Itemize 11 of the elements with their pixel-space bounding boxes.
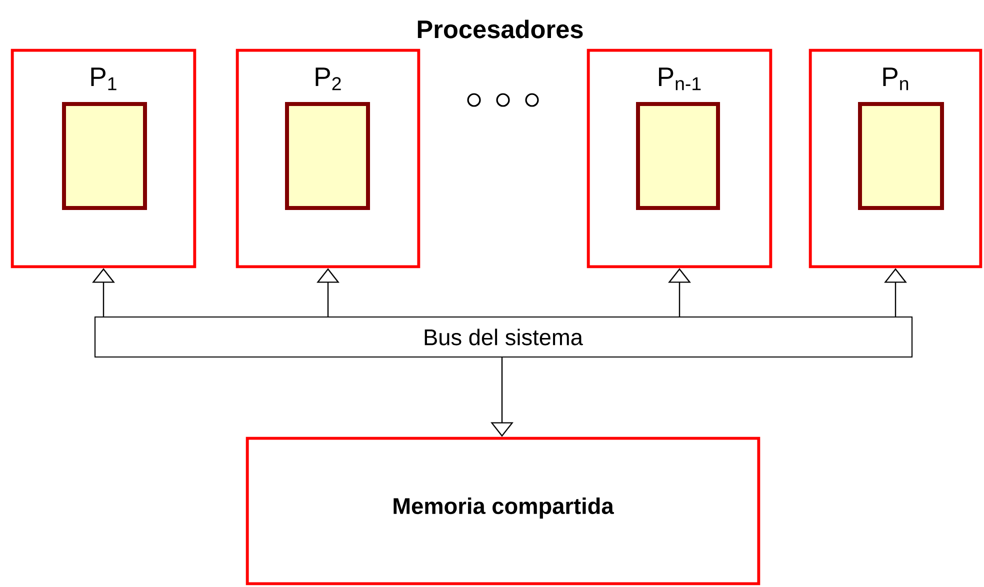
- processor-box: P$_{1}$: [10, 48, 196, 268]
- chip-box: [636, 102, 720, 210]
- chip-box: [285, 102, 370, 210]
- chip-box: [858, 102, 944, 210]
- chip-box: [62, 102, 147, 210]
- processor-box: P$_{n-1}$: [586, 48, 772, 268]
- processor-box: P$_{2}$: [236, 48, 420, 268]
- bus-band: Bus del sistema: [94, 316, 913, 358]
- processor-box: P$_{n}$: [808, 48, 982, 268]
- memory-box: Memoria compartida: [246, 436, 760, 586]
- title: Procesadores: [418, 20, 583, 38]
